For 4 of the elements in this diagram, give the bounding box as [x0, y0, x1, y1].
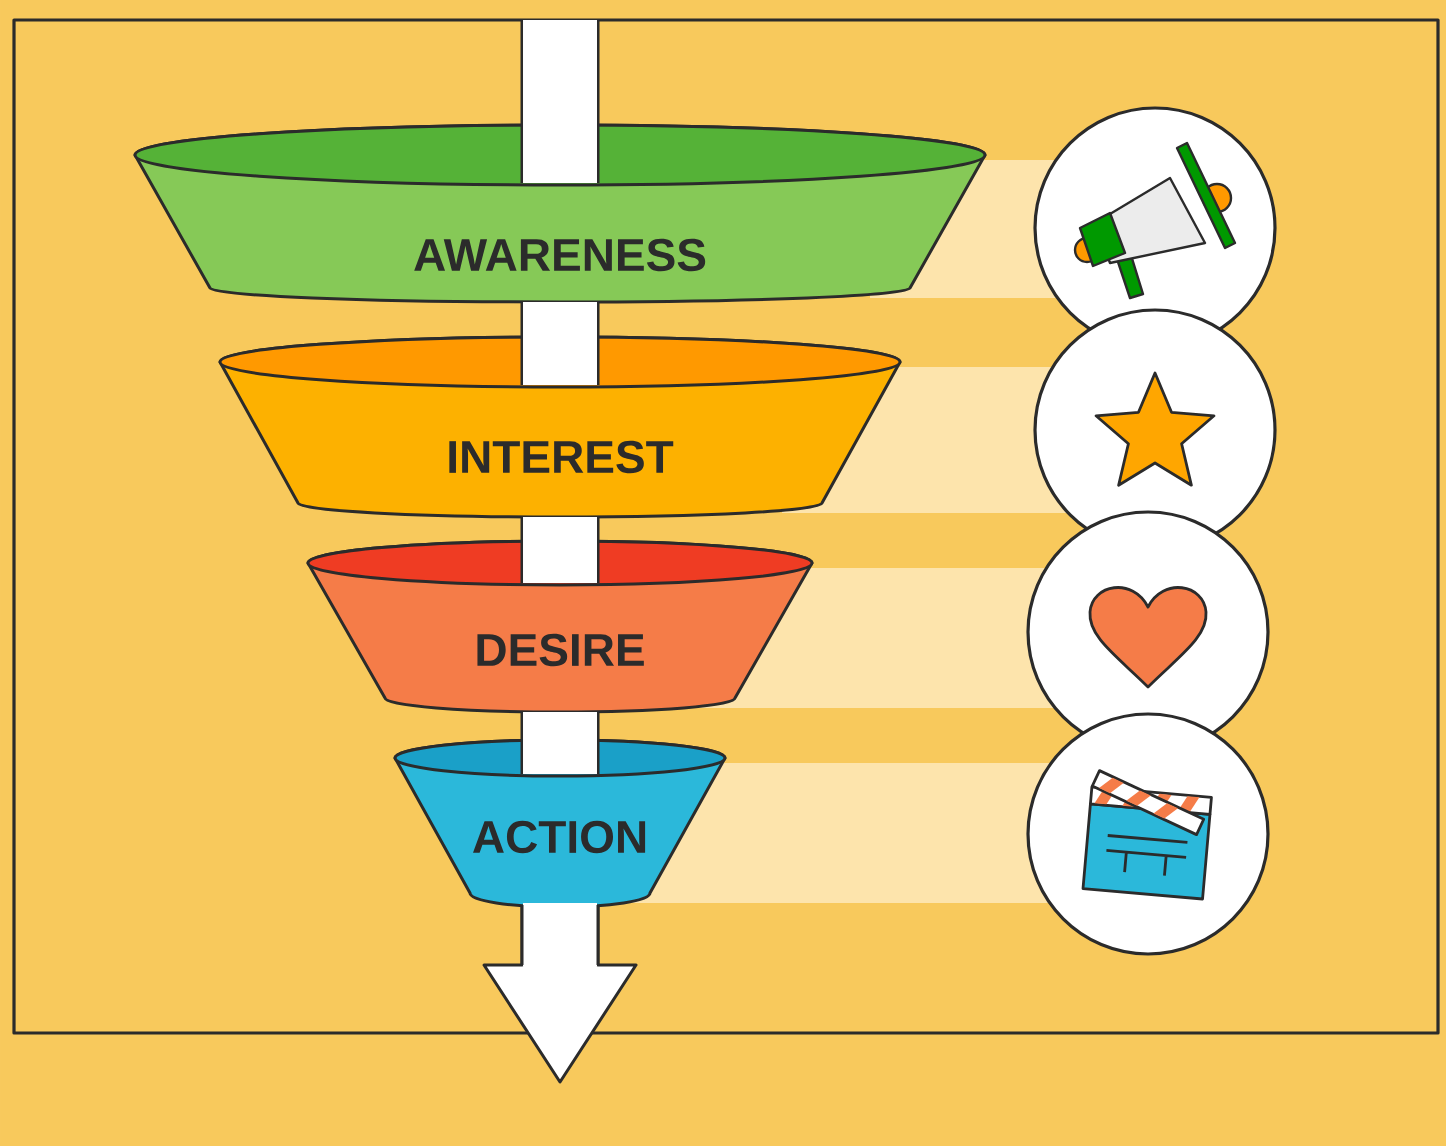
funnel-band: INTEREST — [218, 302, 902, 519]
funnel-band: DESIRE — [306, 517, 814, 714]
funnel-band: ACTION — [393, 712, 727, 909]
funnel-band: AWARENESS — [133, 20, 987, 304]
